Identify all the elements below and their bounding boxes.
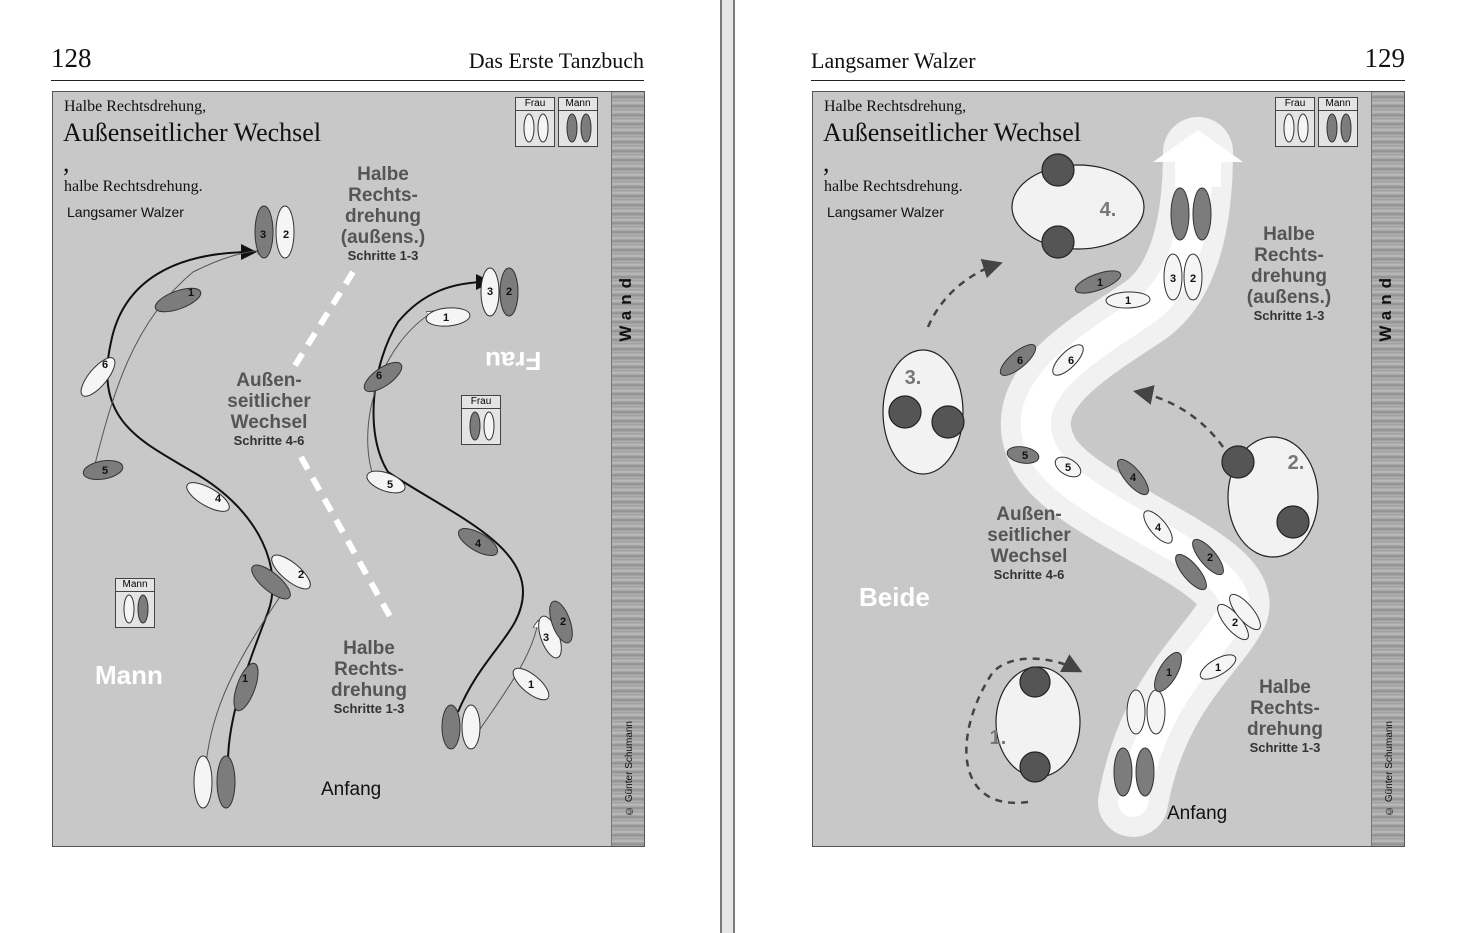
figure-title-main: Außenseitlicher Wechsel ,	[823, 118, 1082, 177]
page-number: 128	[51, 43, 92, 73]
left-page-header: 128 Das Erste Tanzbuch	[51, 43, 644, 81]
step-number: 3	[1170, 273, 1176, 285]
running-title: Das Erste Tanzbuch	[468, 48, 644, 73]
step-path	[367, 312, 433, 483]
figure-label-mid: Außen- seitlicher Wechsel Schritte 4-6	[987, 504, 1071, 582]
couple-diagram: 3 2 1 1 6 6 5 5 4 4 2 2 1 1 1. 2. 3. 4.	[882, 117, 1319, 837]
couple-position-3: 3.	[905, 367, 922, 389]
book-gutter	[720, 0, 735, 933]
rotation-arrow	[926, 259, 1003, 328]
step-number: 1	[528, 679, 534, 691]
dance-diagram-panel: Wand © Günter Schumann	[812, 91, 1405, 847]
step-number: 2	[560, 616, 566, 628]
step-number: 1	[242, 673, 248, 685]
figure-title-line: halbe Rechtsdrehung.	[824, 178, 963, 195]
figure-title-line: halbe Rechtsdrehung.	[64, 178, 203, 195]
step-number: 2	[506, 286, 512, 298]
legend-frau: Frau	[515, 97, 555, 147]
legend-frau: Frau	[1275, 97, 1315, 147]
step-number: 2	[1190, 273, 1196, 285]
label-mann: Mann	[95, 660, 163, 690]
step-number: 6	[102, 359, 108, 371]
couple-position-1: 1.	[990, 727, 1007, 749]
label-beide: Beide	[859, 582, 930, 612]
dance-name: Langsamer Walzer	[827, 204, 944, 220]
step-number: 1	[1215, 662, 1221, 674]
step-number: 5	[102, 465, 108, 477]
woman-shoes	[363, 267, 573, 750]
box-mann: Mann	[115, 578, 155, 628]
step-number: 5	[387, 479, 393, 491]
step-number: 6	[1068, 355, 1074, 367]
dance-diagram-panel: Wand © Günter Schumann Halbe Rechtsdrehu…	[52, 91, 645, 847]
dance-name: Langsamer Walzer	[67, 204, 184, 220]
step-number: 1	[1125, 295, 1131, 307]
direction-arrow-icon	[1153, 130, 1243, 187]
rotation-arrow	[965, 654, 1083, 805]
step-number: 4	[215, 493, 222, 505]
step-number: 4	[475, 538, 482, 550]
legend-mann: Mann	[1318, 97, 1358, 147]
start-label: Anfang	[321, 779, 382, 800]
step-number: 2	[1207, 552, 1213, 564]
figure-label-top: Halbe Rechts- drehung (außens.) Schritte…	[1246, 224, 1332, 323]
step-number: 3	[260, 229, 266, 241]
step-number: 4	[1130, 472, 1137, 484]
couple-figure	[882, 153, 1319, 783]
step-path	[106, 244, 274, 763]
shoes-icon	[123, 594, 149, 624]
step-number: 1	[188, 287, 194, 299]
couple-position-2: 2.	[1288, 452, 1305, 474]
step-number: 3	[487, 286, 493, 298]
page-number: 129	[1364, 43, 1406, 73]
step-number: 5	[1022, 450, 1028, 462]
rotation-arrow	[1133, 385, 1225, 448]
dark-shoes-icon	[566, 113, 592, 143]
shoe-legend: Frau Mann	[515, 97, 598, 147]
running-title: Langsamer Walzer	[811, 48, 976, 73]
wall-edge	[1371, 92, 1404, 846]
step-number: 2	[1232, 617, 1238, 629]
man-shoes	[80, 205, 311, 809]
figure-title-line: Halbe Rechtsdrehung,	[824, 98, 967, 115]
right-page-header: Langsamer Walzer 129	[811, 43, 1406, 81]
step-number: 2	[283, 229, 289, 241]
figure-label-bottom: Halbe Rechts- drehung Schritte 1-3	[331, 638, 407, 716]
left-page: 128 Das Erste Tanzbuch Wand © Günter Sch…	[0, 0, 720, 933]
step-number: 1	[1166, 667, 1172, 679]
step-number: 1	[443, 312, 449, 324]
dashed-divider	[298, 455, 396, 624]
shoes	[999, 187, 1261, 797]
legend-mann: Mann	[558, 97, 598, 147]
start-label: Anfang	[1167, 803, 1228, 824]
dark-shoes-icon	[1326, 113, 1352, 143]
shoes-icon	[469, 411, 495, 441]
step-number: 6	[376, 370, 382, 382]
figure-title-line: Halbe Rechtsdrehung,	[64, 98, 207, 115]
footwork-diagram: 3 2 1 6 5 4 2 1 3 2 1 6 5 4 3 2 1	[80, 205, 573, 809]
dashed-divider	[288, 270, 356, 374]
figure-title-main: Außenseitlicher Wechsel ,	[63, 118, 322, 177]
label-frau: Frau	[485, 346, 542, 376]
figure-label-bottom: Halbe Rechts- drehung Schritte 1-3	[1247, 677, 1323, 755]
couple-position-4: 4.	[1100, 199, 1117, 221]
step-number: 6	[1017, 355, 1023, 367]
step-number: 2	[298, 569, 304, 581]
box-frau: Frau	[461, 395, 501, 445]
figure-label-top: Halbe Rechts- drehung (außens.) Schritte…	[340, 164, 426, 263]
figure-label-mid: Außen- seitlicher Wechsel Schritte 4-6	[227, 370, 311, 448]
step-number: 5	[1065, 462, 1071, 474]
light-shoes-icon	[523, 113, 549, 143]
shoe-legend: Frau Mann	[1275, 97, 1358, 147]
step-number: 4	[1155, 522, 1162, 534]
right-page: Langsamer Walzer 129 Wand © Günter Schum…	[735, 0, 1463, 933]
step-number: 3	[543, 632, 549, 644]
wall-edge	[611, 92, 644, 846]
step-number: 1	[1097, 277, 1103, 289]
light-shoes-icon	[1283, 113, 1309, 143]
